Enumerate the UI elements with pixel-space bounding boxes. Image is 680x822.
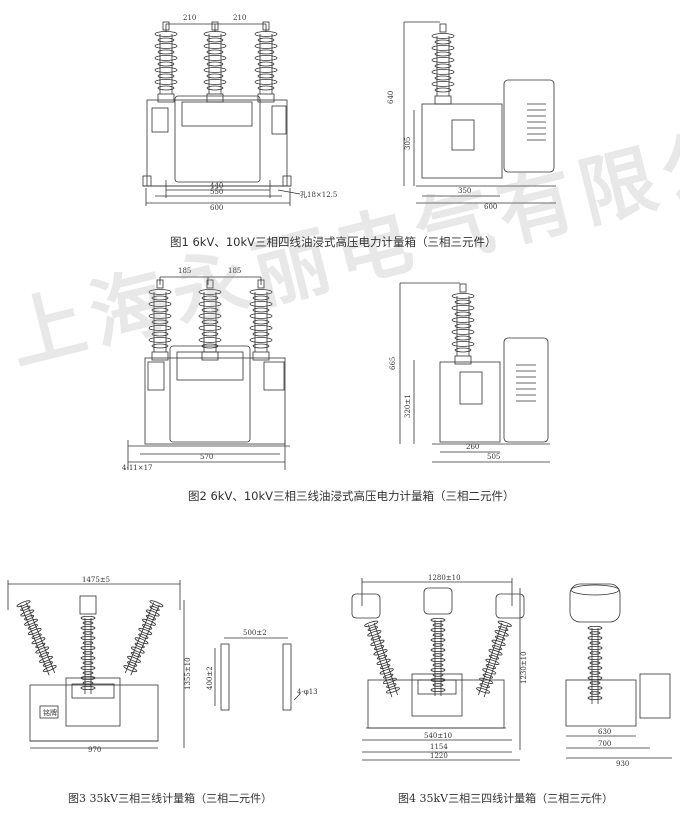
fig1-dim-640: 640 — [387, 91, 395, 104]
fig1-dim-350: 350 — [458, 187, 471, 195]
fig2-front-view — [127, 276, 290, 470]
fig4-dim-630: 630 — [598, 728, 611, 736]
fig2-hole-spec: 4-11×17 — [122, 464, 153, 472]
fig3-front-view — [7, 580, 185, 749]
fig1-front-view — [142, 21, 301, 206]
fig3-dim-970: 970 — [88, 746, 101, 754]
fig1-dim-210-b: 210 — [233, 14, 246, 22]
fig1-side-view — [403, 21, 556, 204]
fig2-dim-320: 320±1 — [404, 394, 412, 418]
fig4-dim-1230: 1230±10 — [520, 651, 528, 684]
fig3-dim-1475: 1475±5 — [82, 576, 110, 584]
figure-4-caption: 图4 35kV三相三四线计量箱（三相三元件） — [398, 792, 614, 805]
fig3-nameplate-label: 铭牌 — [43, 708, 57, 717]
fig3-base-plan — [214, 637, 301, 711]
fig3-dim-1355: 1355±10 — [184, 657, 192, 690]
fig2-dim-185-a: 185 — [178, 267, 191, 275]
fig4-front-view — [351, 578, 525, 761]
fig4-dim-1154: 1154 — [430, 743, 448, 751]
fig4-dim-700: 700 — [598, 740, 611, 748]
fig1-dim-440: 440 — [210, 182, 223, 190]
fig1-hole-spec: 孔18×12.5 — [300, 191, 337, 199]
fig1-dim-305: 305 — [404, 137, 412, 150]
fig4-dim-1220: 1220 — [430, 752, 448, 760]
fig3-dim-400: 400±2 — [206, 666, 214, 690]
fig3-hole-spec: 4-φ13 — [297, 688, 318, 696]
fig4-dim-930: 930 — [616, 760, 629, 768]
fig4-side-view — [565, 583, 672, 759]
fig3-dim-500: 500±2 — [243, 629, 267, 637]
fig4-dim-540: 540±10 — [424, 732, 452, 740]
fig1-dim-600-side: 600 — [484, 203, 497, 211]
fig2-dim-185-b: 185 — [228, 267, 241, 275]
fig2-side-view — [399, 282, 550, 463]
figure-3-caption: 图3 35kV三相三线计量箱（三相二元件） — [68, 792, 273, 805]
fig1-dim-550: 550 — [210, 188, 223, 196]
fig2-dim-260: 260 — [466, 443, 479, 451]
figure-2-caption: 图2 6kV、10kV三相三线油浸式高压电力计量箱（三相二元件） — [188, 489, 515, 503]
fig2-dim-505: 505 — [487, 453, 500, 461]
figure-1-caption: 图1 6kV、10kV三相四线油浸式高压电力计量箱（三相三元件） — [170, 235, 497, 249]
fig2-dim-570: 570 — [200, 453, 213, 461]
fig1-dim-600: 600 — [210, 204, 223, 212]
fig1-dim-210-a: 210 — [183, 14, 196, 22]
fig4-dim-1280: 1280±10 — [428, 574, 461, 582]
fig2-dim-665: 665 — [389, 357, 397, 370]
